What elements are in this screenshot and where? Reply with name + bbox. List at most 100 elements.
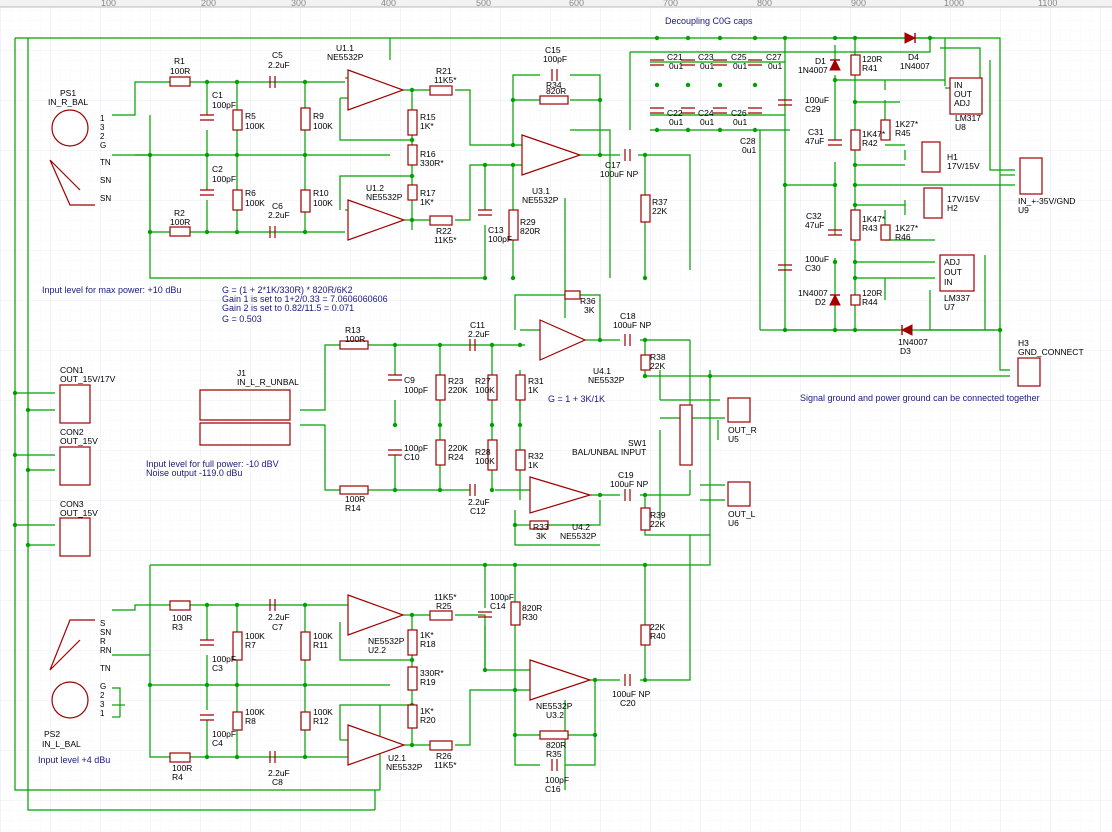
note-decoupling: Decoupling C0G caps xyxy=(665,16,753,26)
r1-ref: R1 xyxy=(174,56,185,66)
note-input-full: Input level for full power: -10 dBV xyxy=(146,459,279,469)
r3-value: 100R xyxy=(172,613,192,623)
c23-ref: C23 xyxy=(698,52,714,62)
r31-ref: R31 xyxy=(528,376,544,386)
u6-value: OUT_L xyxy=(728,509,756,519)
r9-value: 100K xyxy=(313,121,333,131)
u4-2-ref: U4.2 xyxy=(572,522,590,532)
r38-value: 22K xyxy=(650,361,665,371)
xlr-jack-ps1 xyxy=(51,109,89,147)
regulator-u8 xyxy=(949,77,983,115)
c10-value: 100pF xyxy=(404,443,428,453)
resistor-r7 xyxy=(232,631,243,661)
r39-ref: R39 xyxy=(650,510,666,520)
capacitor-c21 xyxy=(650,59,664,66)
c25-ref: C25 xyxy=(731,52,747,62)
c3-value: 100pF xyxy=(212,654,236,664)
r6-value: 100K xyxy=(245,198,265,208)
d4-value: 1N4007 xyxy=(900,61,930,71)
sw1-value: BAL/UNBAL INPUT xyxy=(572,447,646,457)
resistor-r3 xyxy=(169,600,191,611)
ps1-pin-sn2: SN xyxy=(100,194,111,203)
opamp-u2-1 xyxy=(347,724,406,766)
diode-d1 xyxy=(829,58,841,71)
resistor-r25 xyxy=(429,610,453,621)
r27-value: 100K xyxy=(475,385,495,395)
resistor-r41 xyxy=(850,54,861,76)
u7-pin-in: IN xyxy=(944,277,953,287)
resistor-r43 xyxy=(850,209,861,241)
c32-value: 47uF xyxy=(805,220,824,230)
c28-ref: C28 xyxy=(740,136,756,146)
c15-value: 100pF xyxy=(543,54,567,64)
r30-value: 820R xyxy=(522,603,542,613)
ps2-pin-tn: TN xyxy=(100,664,111,673)
ps2-pin-g: G xyxy=(100,682,106,691)
xlr-jack-ps2 xyxy=(51,681,89,719)
c1-value: 100pF xyxy=(212,100,236,110)
r2-value: 100R xyxy=(170,217,190,227)
u2-1-ref: U2.1 xyxy=(388,753,406,763)
c7-value: 2.2uF xyxy=(268,612,290,622)
resistor-r35 xyxy=(539,730,569,740)
connector-con3 xyxy=(59,517,91,557)
r17-value: 1K* xyxy=(420,197,434,207)
r24-value: 220K xyxy=(448,443,468,453)
note-gain1: Gain 1 is set to 1+2/0.33 = 7.0606060606 xyxy=(222,294,388,304)
d3-value: 1N4007 xyxy=(898,337,928,347)
capacitor-c6 xyxy=(269,226,276,238)
resistor-r11 xyxy=(300,631,311,661)
r12-value: 100K xyxy=(313,707,333,717)
r33-ref: R33 xyxy=(533,522,549,532)
top-ruler: 100 200 300 400 500 600 700 800 900 1000… xyxy=(0,0,1112,8)
c31-ref: C31 xyxy=(808,127,824,137)
diodes xyxy=(829,32,917,336)
capacitor-c10 xyxy=(388,449,402,456)
c15-ref: C15 xyxy=(545,45,561,55)
diode-d3 xyxy=(900,324,913,336)
resistor-r38 xyxy=(640,354,651,371)
capacitor-c16 xyxy=(551,759,558,771)
c24-value: 0u1 xyxy=(700,117,714,127)
c18-value: 100uF NP xyxy=(613,320,652,330)
trs-jack-ps2 xyxy=(49,619,95,671)
r46-value: 1K27* xyxy=(895,223,919,233)
opamp-u1-2 xyxy=(347,199,406,241)
capacitor-c29 xyxy=(778,99,792,106)
c14-ref: C14 xyxy=(490,601,506,611)
r42-value: 1K47* xyxy=(862,129,886,139)
r10-value: 100K xyxy=(313,198,333,208)
c8-value: 2.2uF xyxy=(268,768,290,778)
capacitor-c14 xyxy=(478,611,492,618)
r14-ref: R14 xyxy=(345,503,361,513)
ruler-tick: 500 xyxy=(476,0,491,8)
u8-pin-adj: ADJ xyxy=(954,98,970,108)
resistor-r14 xyxy=(339,485,369,495)
r14-value: 100R xyxy=(345,494,365,504)
h1-value: 17V/15V xyxy=(947,161,980,171)
r46-ref: R46 xyxy=(895,232,911,242)
sw1-ref: SW1 xyxy=(628,438,647,448)
c5-ref: C5 xyxy=(272,50,283,60)
capacitor-c26 xyxy=(713,107,727,114)
r22-ref: R22 xyxy=(436,226,452,236)
j1-ref: J1 xyxy=(237,368,246,378)
resistor-r8 xyxy=(232,711,243,731)
resistor-r44 xyxy=(850,294,861,306)
r41-ref: R41 xyxy=(862,63,878,73)
resistor-r32 xyxy=(515,449,526,471)
resistor-r45 xyxy=(880,119,891,141)
capacitor-c17 xyxy=(624,149,631,161)
r16-ref: R16 xyxy=(420,149,436,159)
r41-value: 120R xyxy=(862,54,882,64)
r7-ref: R7 xyxy=(245,640,256,650)
u1-1-value: NE5532P xyxy=(327,52,364,62)
note-ground: Signal ground and power ground can be co… xyxy=(800,393,1040,403)
junctions xyxy=(12,35,1003,760)
r16-value: 330R* xyxy=(420,158,444,168)
u8-ref: U8 xyxy=(955,122,966,132)
r44-value: 120R xyxy=(862,288,882,298)
capacitor-c23 xyxy=(681,59,695,66)
ps2-pin-3: 3 xyxy=(100,700,105,709)
c18-ref: C18 xyxy=(620,311,636,321)
